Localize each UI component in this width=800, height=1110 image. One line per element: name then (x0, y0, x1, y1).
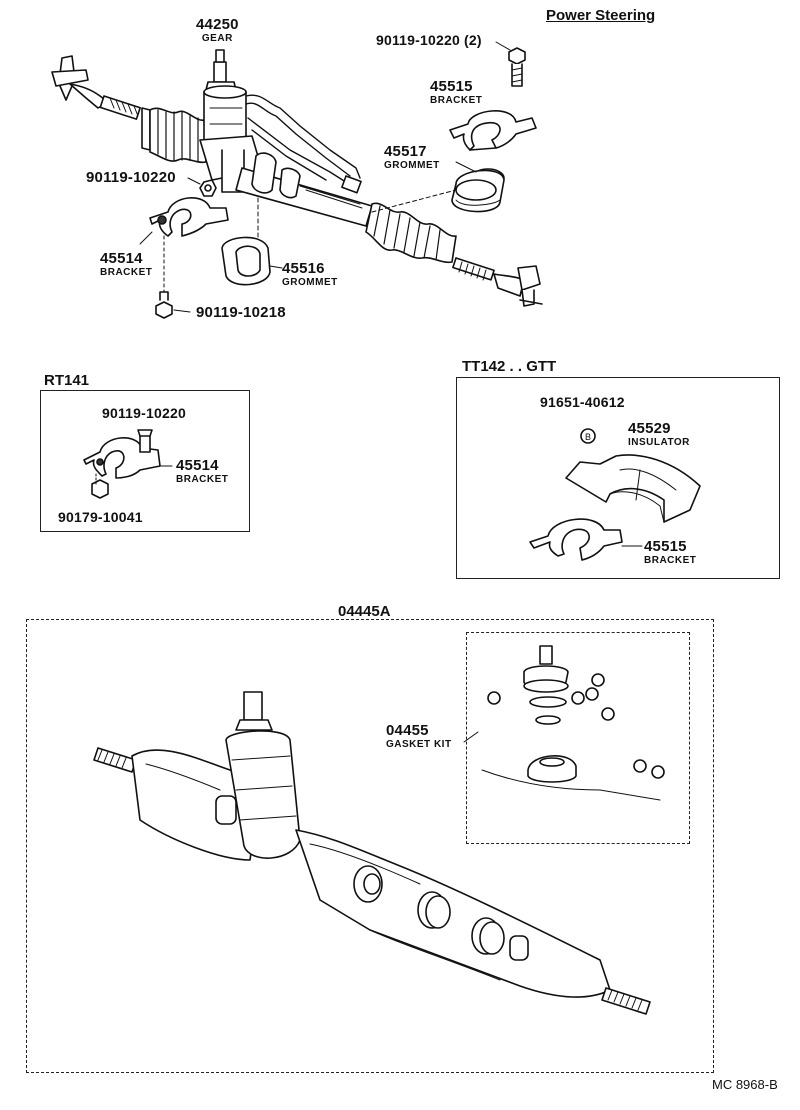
assembly-box (26, 619, 714, 1073)
steering-rack-illustration (51, 49, 543, 307)
tt142-bracket-number: 45515 (644, 538, 687, 555)
grommet-left-name: GROMMET (282, 277, 338, 288)
gear-label: 44250 GEAR (196, 16, 239, 44)
rt141-title: RT141 (44, 372, 90, 389)
bolt-top-number: 90119-10220 (2) (376, 32, 482, 48)
left-boot (141, 107, 207, 164)
bracket-top-illustration (449, 110, 537, 151)
bracket-top-label: 45515 BRACKET (430, 78, 482, 106)
grommet-left-label: 45516 GROMMET (282, 260, 338, 288)
grommet-top-name: GROMMET (384, 160, 440, 171)
gasket-kit-label: 04455 GASKET KIT (386, 722, 452, 750)
bracket-left-illustration (139, 197, 229, 301)
tt142-bracket-label: 45515 BRACKET (644, 538, 696, 566)
svg-text:B: B (585, 432, 591, 442)
rt141-bracket-name: BRACKET (176, 474, 229, 485)
grommet-left-illustration (221, 197, 283, 286)
grommet-left-number: 45516 (282, 260, 325, 277)
assembly-title: 04445A (338, 603, 391, 620)
gasket-kit-illustration (463, 645, 665, 801)
grommet-top-label: 45517 GROMMET (384, 143, 440, 171)
grommet-top-number: 45517 (384, 143, 427, 160)
grommet-top-illustration (451, 161, 505, 213)
gear-housing (199, 49, 362, 194)
gear-number: 44250 (196, 16, 239, 33)
tt142-insulator-label: 45529 INSULATOR (628, 420, 690, 448)
gasket-kit-number: 04455 (386, 722, 429, 739)
left-tie-rod-end (51, 55, 141, 120)
rt141-box (40, 390, 250, 532)
tt142-box (456, 377, 780, 579)
tt142-illustration: B (529, 428, 701, 561)
footer-code: MC 8968-B (712, 1077, 778, 1092)
page-title: Power Steering (546, 7, 656, 24)
rt141-bracket-number: 45514 (176, 457, 219, 474)
gasket-kit-name: GASKET KIT (386, 739, 452, 750)
right-boot (365, 202, 457, 264)
bolt-bottom-illustration (155, 291, 191, 319)
bracket-left-name: BRACKET (100, 267, 153, 278)
tt142-insulator-number: 45529 (628, 420, 671, 437)
rt141-bracket-illustration (83, 429, 173, 499)
bolt-top-illustration (495, 41, 526, 87)
rt141-nut-number: 90179-10041 (58, 509, 143, 525)
bolt-left-illustration (187, 177, 217, 197)
rack-assembly-illustration (93, 691, 651, 1015)
bolt-left-number: 90119-10220 (86, 169, 176, 186)
bracket-top-name: BRACKET (430, 95, 483, 106)
tt142-insulator-name: INSULATOR (628, 437, 690, 448)
rt141-bracket-label: 45514 BRACKET (176, 457, 228, 485)
gasket-kit-inset-box (466, 632, 690, 844)
rt141-bolt-number: 90119-10220 (102, 405, 186, 421)
tt142-title: TT142 . . GTT (462, 358, 557, 375)
tt142-clip-number: 91651-40612 (540, 394, 625, 410)
tt142-bracket-name: BRACKET (644, 555, 697, 566)
bracket-top-number: 45515 (430, 78, 473, 95)
gear-name: GEAR (201, 33, 233, 44)
bracket-left-label: 45514 BRACKET (100, 250, 152, 278)
right-tie-rod-end (452, 257, 543, 307)
rack-tube (235, 152, 373, 227)
bracket-left-number: 45514 (100, 250, 143, 267)
bolt-bottom-number: 90119-10218 (196, 304, 286, 321)
